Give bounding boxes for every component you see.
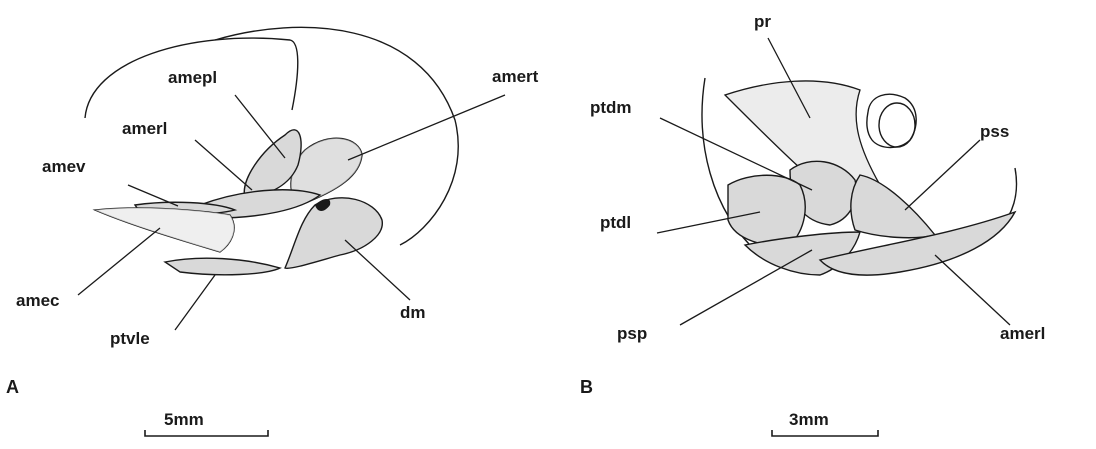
cylinder-end	[878, 102, 916, 148]
muscle-pss	[850, 174, 937, 239]
label-ptdm: ptdm	[590, 98, 632, 117]
muscle-amec-fill	[95, 207, 235, 252]
lead-amert	[347, 94, 506, 161]
label-ptvle: ptvle	[110, 329, 150, 348]
label-pr: pr	[754, 12, 771, 31]
panel-letter-a: A	[6, 377, 19, 397]
lead-ptdm	[659, 117, 813, 191]
panel-a-drawing	[77, 26, 506, 437]
label-amert: amert	[492, 67, 539, 86]
skull-outline-inner	[84, 37, 299, 119]
muscle-ptdl	[727, 174, 806, 247]
scale-bar-a	[144, 430, 269, 437]
muscle-dm	[284, 197, 383, 269]
lead-amec	[77, 227, 161, 296]
lead-amerl	[194, 139, 253, 191]
label-amev: amev	[42, 157, 86, 176]
lead-dm	[344, 239, 411, 301]
lead-amepl	[234, 94, 286, 159]
lead-amev	[127, 184, 179, 207]
panel-b-drawing	[656, 37, 1018, 437]
lead-pss	[904, 139, 981, 211]
scale-label-a: 5mm	[164, 410, 204, 429]
scale-bar-b	[771, 430, 879, 437]
label-dm: dm	[400, 303, 426, 322]
lead-pr	[767, 37, 811, 119]
label-psp: psp	[617, 324, 648, 343]
label-amerl-b: amerl	[1000, 324, 1046, 343]
panel-letter-b: B	[580, 377, 593, 397]
label-amerl-a: amerl	[122, 119, 168, 138]
cylinder-element	[866, 93, 917, 149]
label-amec: amec	[16, 291, 60, 310]
lead-ptdl	[656, 211, 761, 234]
dark-notch	[315, 198, 331, 212]
skull-outline-outer	[214, 26, 459, 246]
muscle-amerl-b	[818, 210, 1017, 276]
lead-amerl-b	[934, 254, 1011, 326]
muscle-amert-fill	[290, 138, 362, 205]
lead-psp	[679, 249, 813, 326]
scale-label-b: 3mm	[789, 410, 829, 429]
label-amepl: amepl	[168, 68, 218, 87]
label-pss: pss	[980, 122, 1010, 141]
label-ptdl: ptdl	[600, 213, 632, 232]
lead-ptvle	[174, 274, 216, 331]
muscle-ptvle	[163, 257, 282, 276]
